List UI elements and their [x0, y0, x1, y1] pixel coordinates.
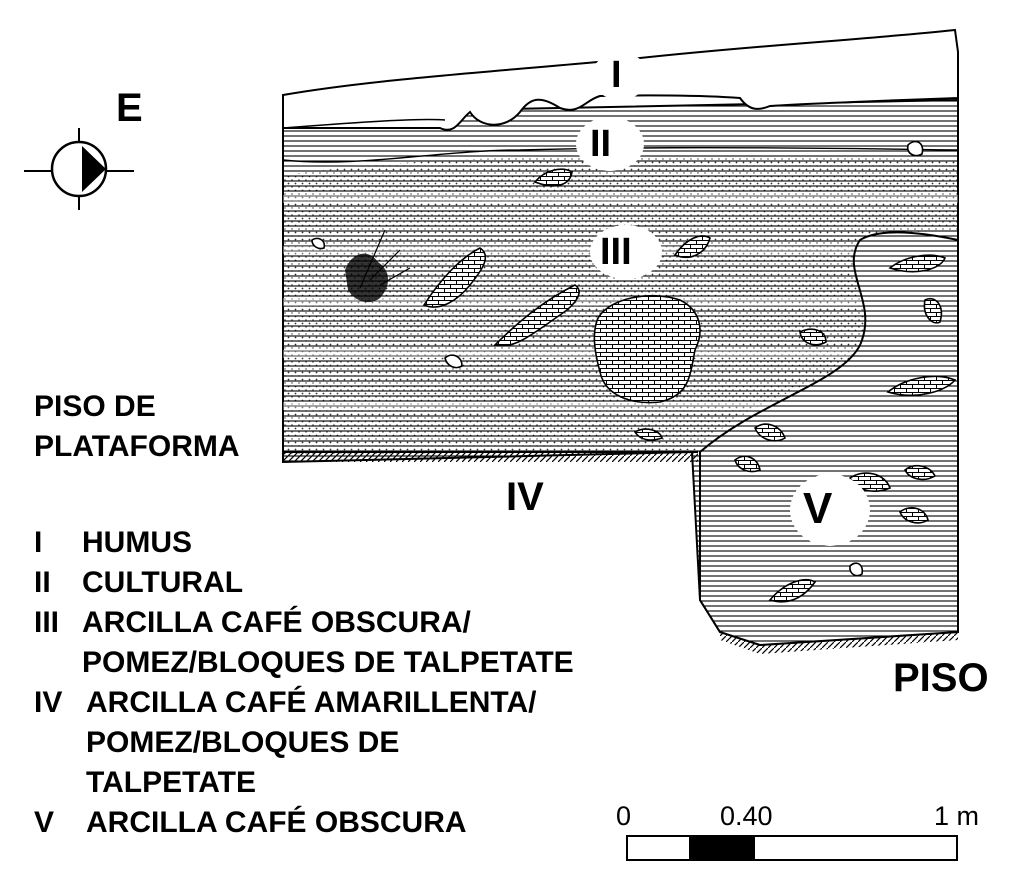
legend-text: POMEZ/BLOQUES DE	[86, 726, 400, 759]
legend-text: TALPETATE	[86, 766, 256, 799]
platform-floor-label-1: PISO DE	[34, 390, 156, 423]
floor-label: PISO	[893, 656, 989, 700]
scale-bar	[626, 835, 958, 861]
legend-text: ARCILLA CAFÉ AMARILLENTA/	[86, 686, 537, 719]
legend-number: V	[34, 806, 55, 839]
platform-floor-hatch	[283, 451, 698, 462]
layer-v-pit	[699, 231, 959, 647]
legend-text: POMEZ/BLOQUES DE TALPETATE	[82, 646, 574, 679]
orientation-label: E	[116, 86, 143, 130]
label-backgrounds	[576, 52, 870, 546]
legend-number: I	[34, 526, 43, 559]
boundary-ii-iii	[282, 146, 959, 163]
legend-number: II	[34, 566, 51, 599]
scale-label-min: 0	[616, 801, 632, 831]
layer-label-ii: II	[590, 123, 612, 165]
legend-text: CULTURAL	[82, 566, 244, 599]
legend-number: IV	[34, 686, 63, 719]
north-arrow-icon	[24, 128, 134, 210]
scale-label-mid: 0.40	[720, 801, 773, 831]
platform-floor-label-2: PLATAFORMA	[34, 430, 240, 463]
layer-label-i: I	[611, 54, 622, 96]
charcoal-cluster	[345, 229, 411, 303]
legend-number: III	[34, 606, 60, 639]
legend-text: HUMUS	[82, 526, 192, 559]
layer-label-iv: IV	[506, 475, 544, 519]
legend-text: ARCILLA CAFÉ OBSCURA/	[82, 606, 471, 639]
scale-label-max: 1 m	[934, 801, 980, 831]
legend-text: ARCILLA CAFÉ OBSCURA	[86, 806, 467, 839]
pit-floor-hatch	[720, 632, 958, 654]
layer-label-iii: III	[600, 231, 632, 273]
talpetate-blocks	[311, 140, 957, 603]
layer-label-v: V	[803, 484, 833, 533]
